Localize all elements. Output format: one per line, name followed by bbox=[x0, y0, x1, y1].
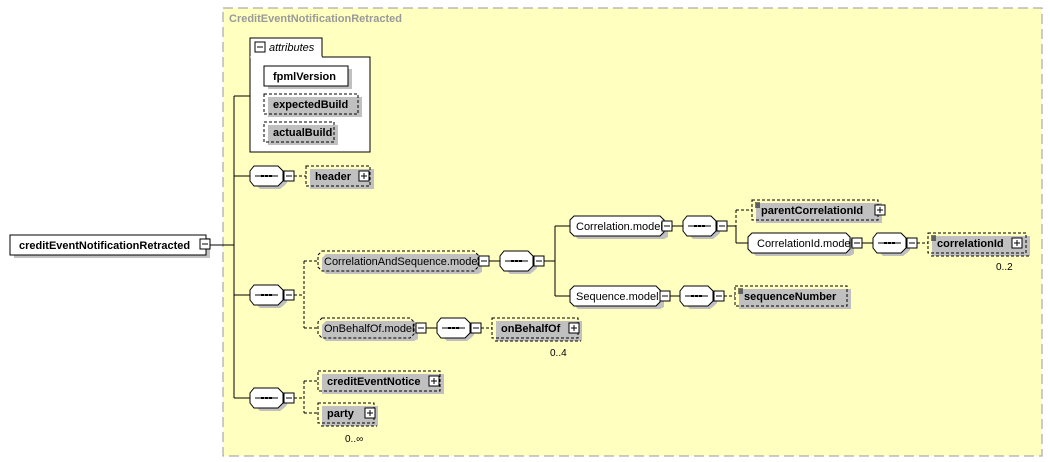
correlation-id-model-collapse-icon[interactable] bbox=[851, 237, 863, 249]
group-correlation-id-model[interactable]: CorrelationId.model bbox=[747, 232, 854, 256]
svg-text:sequenceNumber: sequenceNumber bbox=[744, 291, 837, 303]
on-behalf-of-expand-icon[interactable] bbox=[568, 322, 580, 334]
on-behalf-of-model-collapse-icon[interactable] bbox=[415, 322, 427, 334]
svg-text:onBehalfOf: onBehalfOf bbox=[501, 323, 561, 335]
attribute-actualbuild[interactable]: actualBuild bbox=[263, 121, 338, 145]
svg-text:OnBehalfOf.model: OnBehalfOf.model bbox=[324, 323, 415, 335]
root-element-label: creditEventNotificationRetracted bbox=[19, 240, 190, 252]
svg-text:actualBuild: actualBuild bbox=[273, 127, 332, 139]
svg-text:party: party bbox=[327, 408, 355, 420]
element-party[interactable]: party bbox=[317, 402, 378, 427]
svg-text:expectedBuild: expectedBuild bbox=[273, 99, 348, 111]
correlation-id-expand-icon[interactable] bbox=[1011, 237, 1023, 249]
sequence-compositor-4[interactable] bbox=[682, 215, 721, 240]
element-on-behalf-of[interactable]: onBehalfOf bbox=[491, 317, 582, 342]
credit-event-notice-expand-icon[interactable] bbox=[428, 375, 440, 387]
group-sequence-model[interactable]: Sequence.model bbox=[569, 285, 664, 309]
sequence-4-collapse-icon[interactable] bbox=[716, 220, 728, 232]
sequence-1-collapse-icon[interactable] bbox=[283, 170, 295, 182]
sequence-8-collapse-icon[interactable] bbox=[283, 392, 295, 404]
sequence-compositor-2[interactable] bbox=[249, 284, 288, 309]
sequence-compositor-3[interactable] bbox=[499, 250, 538, 275]
parent-correlation-id-expand-icon[interactable] bbox=[874, 204, 886, 216]
attributes-label: attributes bbox=[269, 42, 315, 54]
element-parent-correlation-id[interactable]: parentCorrelationId bbox=[751, 199, 882, 223]
group-on-behalf-of-model[interactable]: OnBehalfOf.model bbox=[317, 317, 418, 341]
svg-text:Correlation.model: Correlation.model bbox=[576, 221, 663, 233]
correlation-model-collapse-icon[interactable] bbox=[661, 220, 673, 232]
sequence-2-collapse-icon[interactable] bbox=[283, 289, 295, 301]
party-expand-icon[interactable] bbox=[364, 407, 376, 419]
attribute-expectedbuild[interactable]: expectedBuild bbox=[263, 93, 362, 117]
sequence-compositor-1[interactable] bbox=[249, 165, 288, 190]
correlation-and-sequence-collapse-icon[interactable] bbox=[478, 255, 490, 267]
root-collapse-icon[interactable] bbox=[199, 238, 211, 250]
root-element[interactable]: creditEventNotificationRetracted bbox=[9, 234, 210, 258]
element-header[interactable]: header bbox=[305, 165, 374, 189]
svg-text:header: header bbox=[315, 171, 352, 183]
svg-text:Sequence.model: Sequence.model bbox=[576, 291, 659, 303]
sequence-compositor-6[interactable] bbox=[679, 285, 718, 310]
sequence-compositor-8[interactable] bbox=[249, 387, 288, 412]
sequence-compositor-5[interactable] bbox=[872, 232, 911, 257]
sequence-6-collapse-icon[interactable] bbox=[713, 290, 725, 302]
sequence-compositor-7[interactable] bbox=[436, 317, 475, 342]
element-correlation-id[interactable]: correlationId bbox=[927, 232, 1030, 257]
complex-type-title: CreditEventNotificationRetracted bbox=[229, 13, 402, 25]
attribute-fpmlversion[interactable]: fpmlVersion bbox=[263, 65, 352, 89]
svg-text:CorrelationId.model: CorrelationId.model bbox=[757, 238, 853, 250]
on-behalf-of-occurrence: 0..4 bbox=[550, 348, 567, 359]
attributes-collapse-icon[interactable] bbox=[254, 41, 266, 53]
sequence-7-collapse-icon[interactable] bbox=[470, 322, 482, 334]
sequence-3-collapse-icon[interactable] bbox=[533, 255, 545, 267]
svg-text:parentCorrelationId: parentCorrelationId bbox=[761, 205, 863, 217]
svg-text:correlationId: correlationId bbox=[937, 238, 1004, 250]
svg-text:fpmlVersion: fpmlVersion bbox=[273, 71, 336, 83]
sequence-5-collapse-icon[interactable] bbox=[906, 237, 918, 249]
group-correlation-and-sequence-model[interactable]: CorrelationAndSequence.model bbox=[317, 250, 482, 274]
correlation-id-occurrence: 0..2 bbox=[996, 262, 1013, 273]
svg-text:CorrelationAndSequence.model: CorrelationAndSequence.model bbox=[324, 256, 480, 268]
sequence-model-collapse-icon[interactable] bbox=[659, 290, 671, 302]
element-sequence-number[interactable]: sequenceNumber bbox=[734, 285, 851, 309]
group-correlation-model[interactable]: Correlation.model bbox=[569, 215, 668, 239]
party-occurrence: 0..∞ bbox=[345, 434, 363, 445]
svg-text:creditEventNotice: creditEventNotice bbox=[327, 376, 421, 388]
header-expand-icon[interactable] bbox=[358, 170, 370, 182]
element-credit-event-notice[interactable]: creditEventNotice bbox=[317, 370, 444, 394]
